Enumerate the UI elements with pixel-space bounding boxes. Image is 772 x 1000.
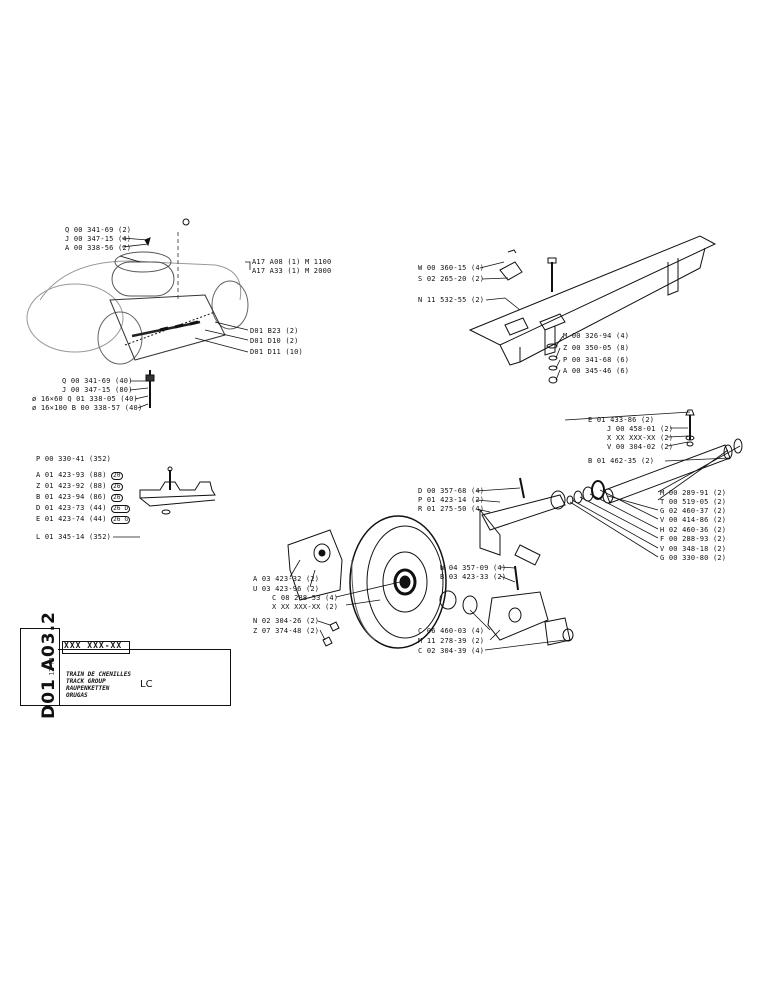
leader-lines xyxy=(113,237,741,651)
callout-text: D 01 423-73 (44) xyxy=(36,504,107,512)
callout-label: C 06 460-03 (4) xyxy=(418,627,485,635)
callout-label: P 00 330-41 (352) xyxy=(36,455,112,463)
title-fr: TRAIN DE CHENILLES xyxy=(66,671,132,678)
callout-label: D01 D11 (10) xyxy=(250,348,303,356)
track-guard-drawing xyxy=(468,235,717,384)
title-en: TRACK GROUP xyxy=(66,678,106,685)
document-code-box: D01 A03.2 12-74 xyxy=(20,611,60,719)
callout-label: ø 16×100 B 00 338-57 (40) xyxy=(32,404,143,412)
callout-label: E 01 433-86 (2) xyxy=(588,416,655,424)
callout-label: W 04 357-09 (4) xyxy=(440,564,507,572)
callout-label: W 00 360-15 (4) xyxy=(418,264,485,272)
callout-label: ø 16×60 Q 01 338-05 (40) xyxy=(32,395,138,403)
callout-label: S 02 265-20 (2) xyxy=(418,275,485,283)
callout-label: Z 01 423-92 (88) 26 xyxy=(36,482,123,491)
callout-label: N 11 532-55 (2) xyxy=(418,296,485,304)
callout-label: M 11 278-39 (2) xyxy=(418,637,485,645)
callout-label: P 01 423-14 (2) xyxy=(418,496,485,504)
callout-label: Q 00 341-69 (40) xyxy=(62,377,133,385)
callout-label: C 02 304-39 (4) xyxy=(418,647,485,655)
callout-label: J 00 347-15 (4) xyxy=(65,235,132,243)
callout-label: A 00 345-46 (6) xyxy=(563,367,630,375)
title-block: XXX XXX-XX TRAIN DE CHENILLES TRACK GROU… xyxy=(58,641,231,706)
document-date: 12-74 xyxy=(48,657,56,676)
callout-label: M 00 326-94 (4) xyxy=(563,332,630,340)
callout-label: A 01 423-93 (88) 20 xyxy=(36,471,123,480)
callout-label: R 01 275-50 (4) xyxy=(418,505,485,513)
quantity-badge: 26 xyxy=(111,494,123,502)
model-ref-label: A17 A33 (1) M 2000 xyxy=(252,267,332,275)
track-shoe-drawing xyxy=(139,466,216,515)
callout-label: Q 00 341-69 (2) xyxy=(65,226,132,234)
callout-text: E 01 423-74 (44) xyxy=(36,515,107,523)
title-de: RAUPENKETTEN xyxy=(66,685,110,692)
callout-label: X XX XXX-XX (2) xyxy=(607,434,674,442)
callout-label: C 08 288-53 (4) xyxy=(272,594,339,602)
track-assembly-drawing xyxy=(26,218,249,408)
callout-text: Z 01 423-92 (88) xyxy=(36,482,107,490)
callout-label: D01 B23 (2) xyxy=(250,327,299,335)
callout-label: N 02 304-26 (2) xyxy=(253,617,320,625)
callout-label: B 01 462-35 (2) xyxy=(588,457,655,465)
callout-text: B 01 423-94 (86) xyxy=(36,493,107,501)
callout-label: L 01 345-14 (352) xyxy=(36,533,112,541)
callout-label: A 00 338-56 (2) xyxy=(65,244,132,252)
callout-label: V 00 304-02 (2) xyxy=(607,443,674,451)
callout-label: M 00 289-91 (2) xyxy=(660,489,727,497)
title-es: ORUGAS xyxy=(66,692,88,699)
quantity-badge: 26 D xyxy=(111,505,131,513)
callout-label: E 01 423-74 (44) 26 G xyxy=(36,515,131,524)
model-code: LC xyxy=(140,679,153,690)
callout-label: D01 D10 (2) xyxy=(250,337,299,345)
callout-label: G 00 330-80 (2) xyxy=(660,554,727,562)
callout-label: H 02 460-36 (2) xyxy=(660,526,727,534)
callout-label: J 00 347-15 (80) xyxy=(62,386,133,394)
callout-label: V 00 414-86 (2) xyxy=(660,516,727,524)
idler-assembly-drawing xyxy=(287,477,574,649)
part-number: XXX XXX-XX xyxy=(64,641,123,650)
callout-label: X XX XXX-XX (2) xyxy=(272,603,339,611)
callout-label: G 02 460-37 (2) xyxy=(660,507,727,515)
callout-label: Z 00 350-05 (8) xyxy=(563,344,630,352)
callout-label: T 00 519-05 (2) xyxy=(660,498,727,506)
callout-label: B 03 423-33 (2) xyxy=(440,573,507,581)
model-ref-label: A17 A08 (1) M 1100 xyxy=(252,258,332,266)
callout-label: F 00 288-93 (2) xyxy=(660,535,727,543)
quantity-badge: 20 xyxy=(111,472,123,480)
quantity-badge: 26 G xyxy=(111,516,131,524)
part-number-box xyxy=(62,641,130,654)
callout-label: J 00 458-01 (2) xyxy=(607,425,674,433)
callout-label: Z 07 374-48 (2) xyxy=(253,627,320,635)
callout-label: A 03 423-32 (2) xyxy=(253,575,320,583)
callout-label: V 00 348-18 (2) xyxy=(660,545,727,553)
quantity-badge: 26 xyxy=(111,483,123,491)
callout-text: A 01 423-93 (88) xyxy=(36,471,107,479)
callout-label: P 00 341-68 (6) xyxy=(563,356,630,364)
callout-label: D 00 357-68 (4) xyxy=(418,487,485,495)
callout-label: U 03 423-96 (2) xyxy=(253,585,320,593)
callout-label: D 01 423-73 (44) 26 D xyxy=(36,504,131,513)
callout-label: B 01 423-94 (86) 26 xyxy=(36,493,123,502)
